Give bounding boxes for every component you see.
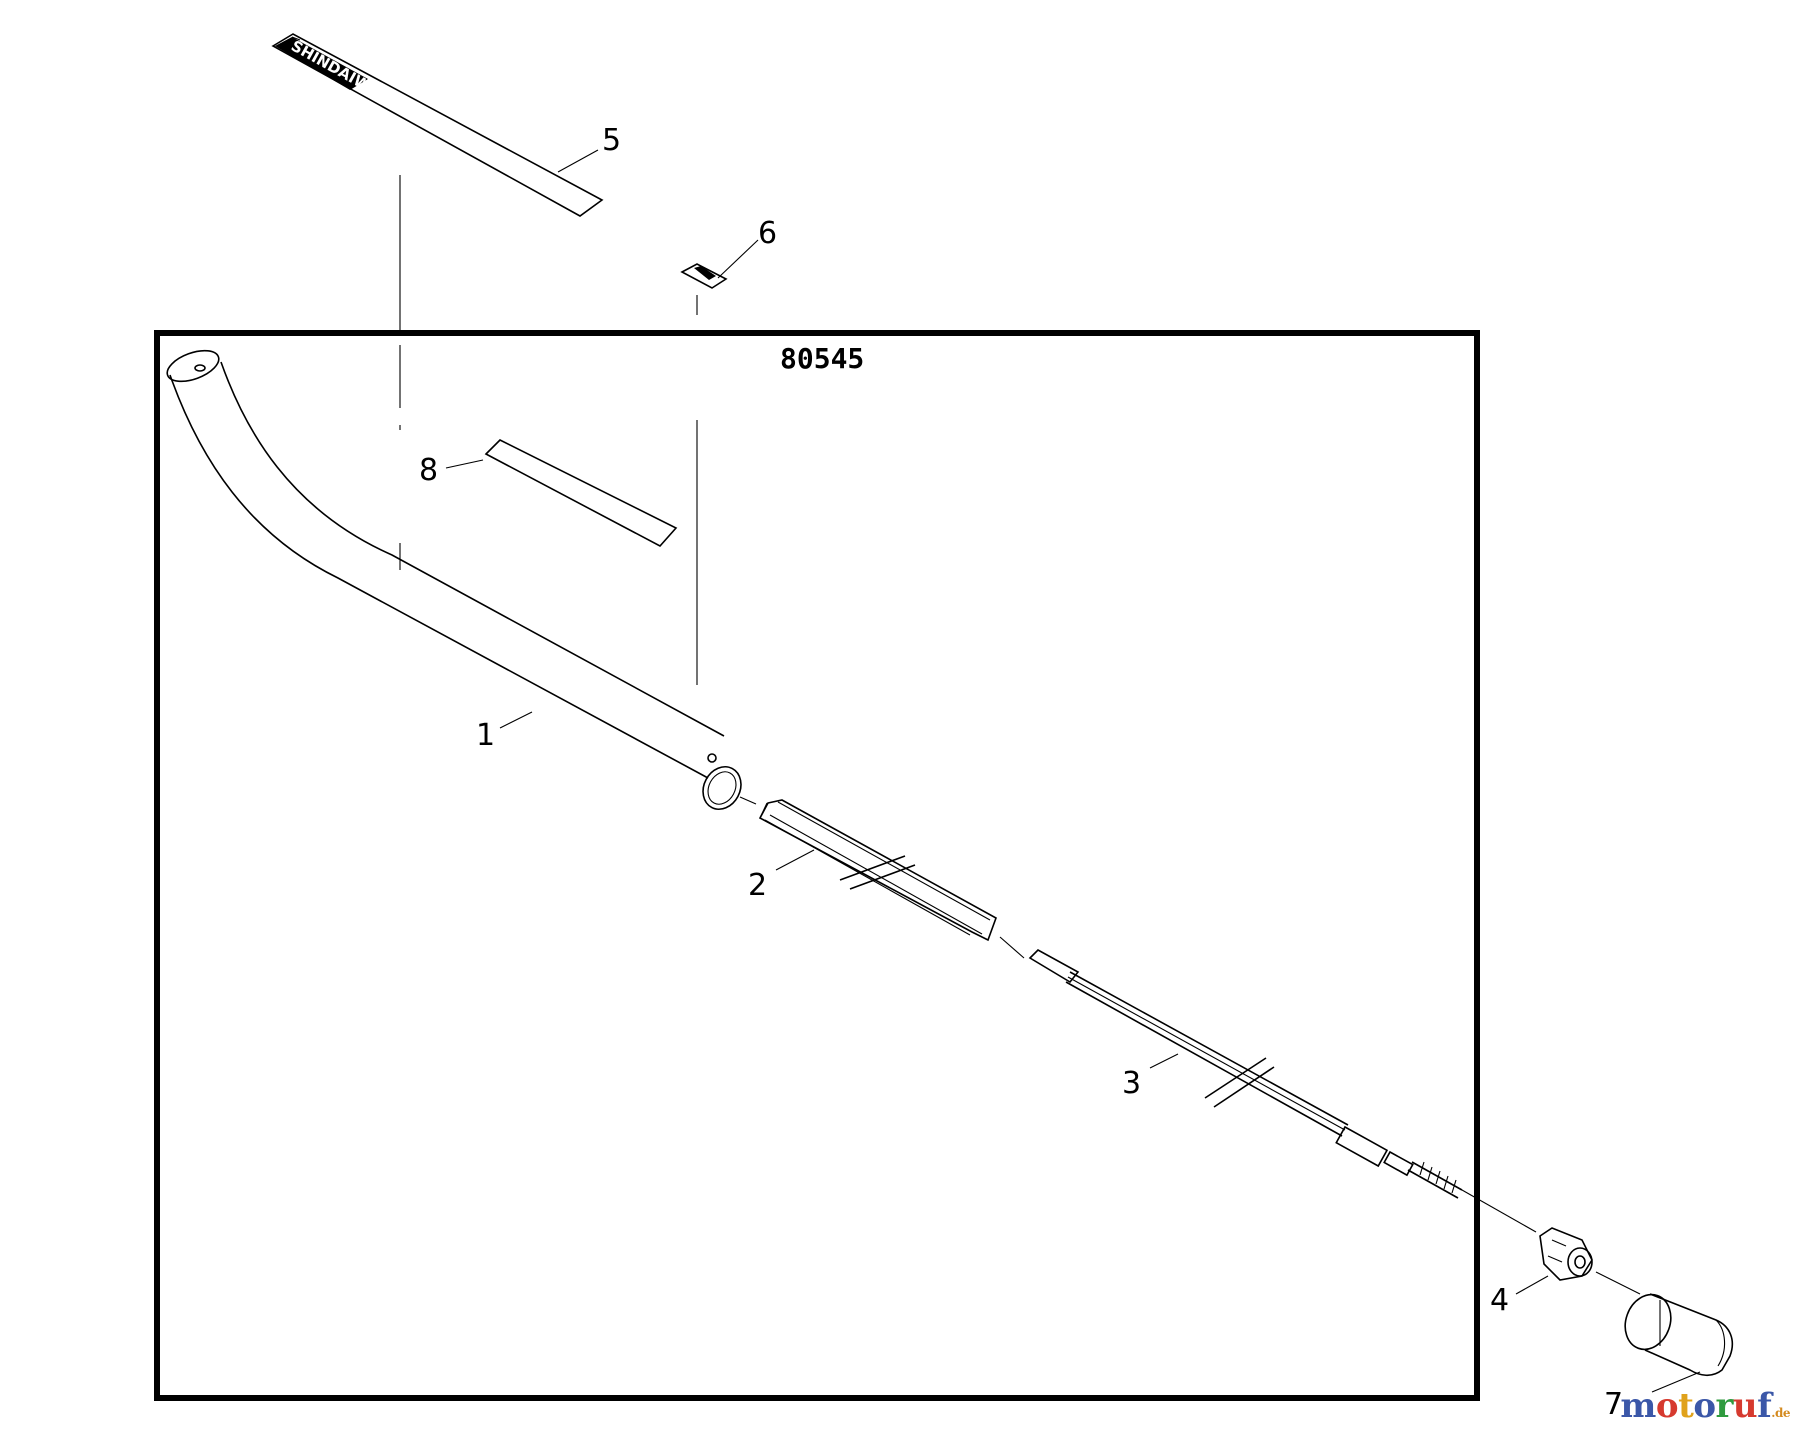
watermark-letter: o bbox=[1693, 1386, 1716, 1426]
leader-line-8 bbox=[445, 459, 484, 469]
leader-line-6 bbox=[717, 239, 759, 279]
decal-brand-text: SHINDAIWA bbox=[288, 37, 383, 101]
part-8-decal[interactable] bbox=[484, 439, 678, 548]
part-5-decal[interactable]: SHINDAIWA bbox=[271, 33, 604, 217]
leader-line-3 bbox=[1149, 1053, 1179, 1069]
callout-6: 6 bbox=[758, 216, 777, 251]
site-watermark: motoruf.de bbox=[1620, 1386, 1790, 1426]
part-3-drive-cable[interactable] bbox=[1028, 949, 1537, 1233]
watermark-letter: o bbox=[1655, 1386, 1679, 1426]
callout-4: 4 bbox=[1490, 1283, 1509, 1318]
watermark-letter: t bbox=[1678, 1386, 1694, 1426]
kit-number-label: 80545 bbox=[780, 342, 864, 375]
leader-line-5 bbox=[557, 149, 599, 173]
watermark-tld: .de bbox=[1771, 1406, 1790, 1420]
watermark-letter: m bbox=[1620, 1386, 1656, 1426]
callout-3: 3 bbox=[1122, 1066, 1141, 1101]
part-7-grip[interactable] bbox=[1618, 1288, 1734, 1377]
part-6-label[interactable] bbox=[680, 263, 728, 289]
part-4-nut[interactable] bbox=[1539, 1227, 1641, 1295]
callout-2: 2 bbox=[748, 868, 767, 903]
callout-1: 1 bbox=[476, 718, 495, 753]
leader-line-4 bbox=[1515, 1275, 1549, 1295]
callout-7: 7 bbox=[1604, 1387, 1623, 1422]
callout-5: 5 bbox=[602, 123, 621, 158]
kit-boundary-box bbox=[154, 330, 1480, 1401]
part-1-shaft-tube[interactable] bbox=[163, 345, 757, 816]
watermark-letter: u bbox=[1732, 1386, 1758, 1426]
watermark-letter: r bbox=[1715, 1386, 1734, 1426]
leader-line-7 bbox=[1651, 1371, 1701, 1393]
callout-8: 8 bbox=[419, 453, 438, 488]
part-2-liner[interactable] bbox=[758, 799, 1025, 959]
watermark-letter: f bbox=[1757, 1386, 1772, 1426]
leader-line-1 bbox=[499, 711, 533, 729]
leader-line-2 bbox=[775, 849, 815, 871]
